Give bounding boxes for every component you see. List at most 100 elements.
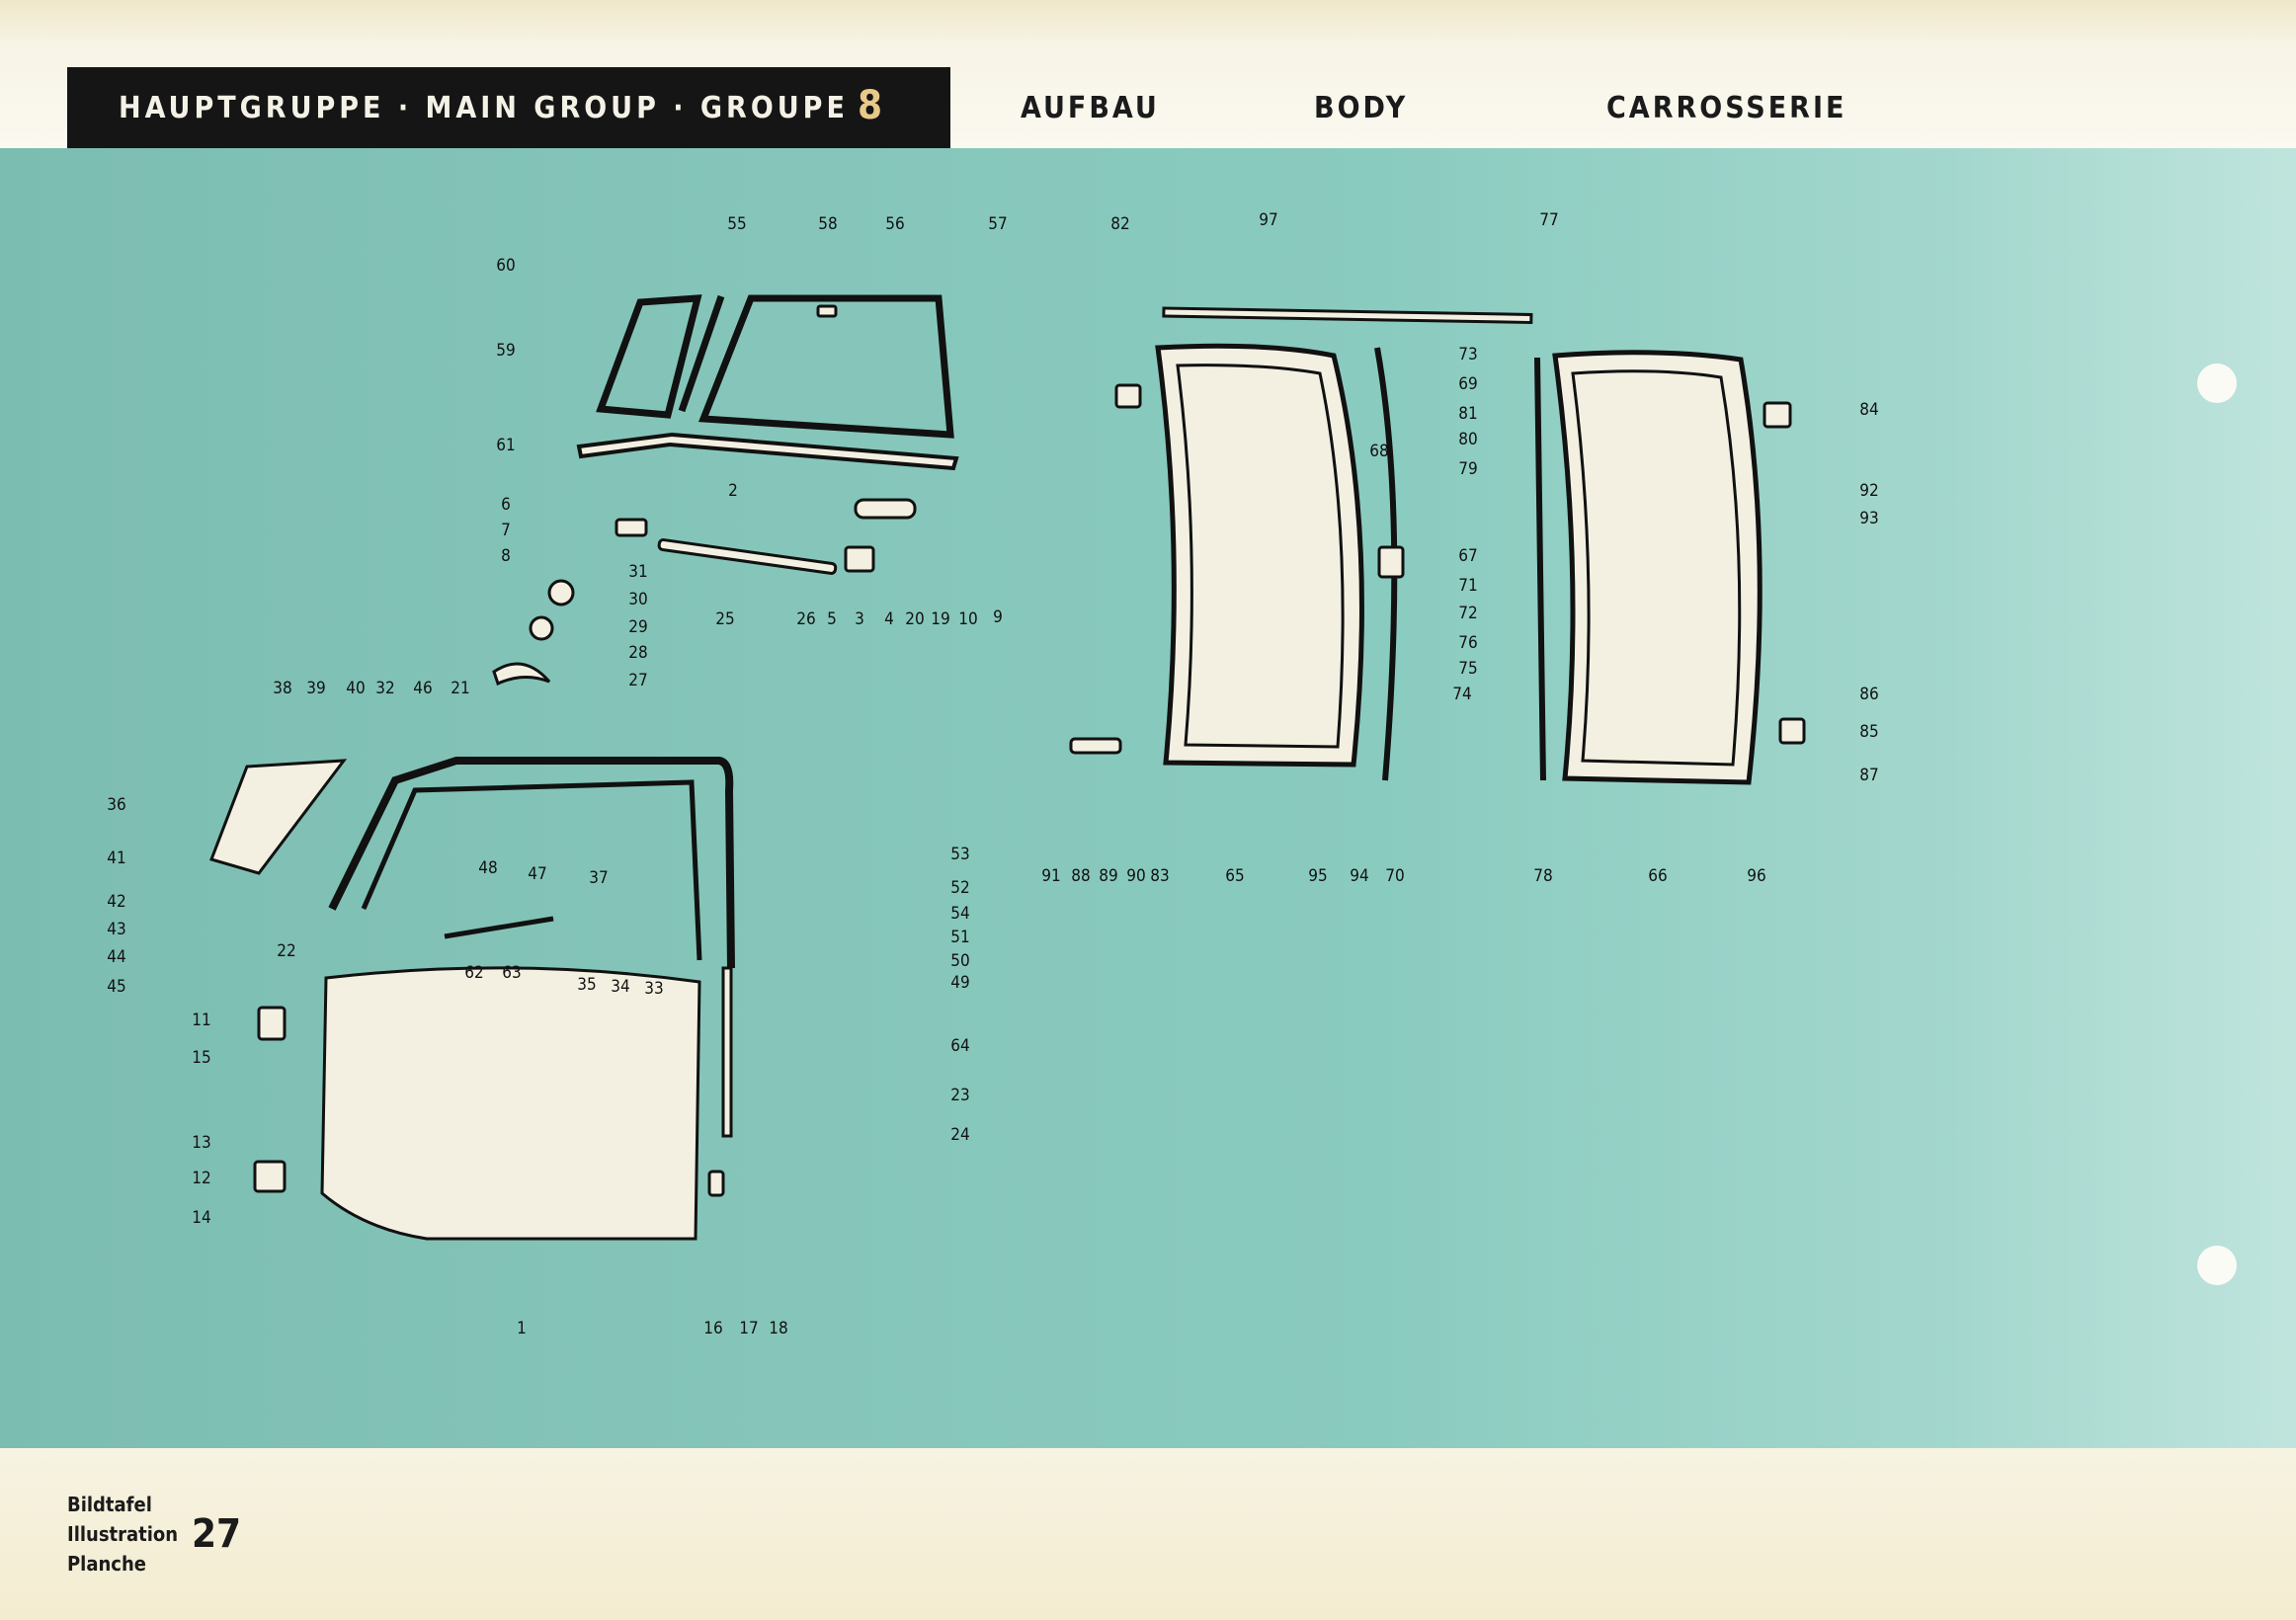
callout-65: 65 [1225,866,1244,886]
inner-handle [492,662,551,687]
door-lock-assy [1377,545,1405,579]
callout-1: 1 [517,1319,527,1338]
windscreen-frame [697,294,954,439]
callout-74: 74 [1452,685,1471,704]
main-group-label: HAUPTGRUPPE · MAIN GROUP · GROUPE [119,90,849,125]
callout-54: 54 [950,904,969,924]
door-seal-vertical [1534,357,1546,781]
callout-81: 81 [1458,404,1477,424]
door-seal-strip [1374,347,1398,781]
callout-75: 75 [1458,659,1477,679]
part-drawings [209,294,1806,1241]
callout-37: 37 [589,868,608,888]
lock-cylinder [547,579,575,607]
callout-57: 57 [988,214,1007,234]
callout-9: 9 [993,608,1003,627]
callout-8: 8 [501,546,511,566]
callout-72: 72 [1458,604,1477,623]
callout-92: 92 [1859,481,1878,501]
callout-44: 44 [107,947,125,967]
callout-45: 45 [107,977,125,997]
callout-49: 49 [950,973,969,993]
plate-label-en: Illustration [67,1522,179,1546]
callout-91: 91 [1041,866,1060,886]
callout-22: 22 [277,941,295,961]
callout-76: 76 [1458,633,1477,653]
hinge-right-upper [1763,401,1792,429]
door-glass-channel [444,916,554,939]
weatherstrip [721,966,733,1138]
callout-66: 66 [1648,866,1667,886]
callout-35: 35 [577,975,596,995]
callout-13: 13 [192,1133,210,1153]
side-door-right [1552,350,1763,785]
linkage-rod [657,538,838,575]
window-frame-inner [361,779,702,961]
vent-window-frame [596,294,702,419]
callout-71: 71 [1458,576,1477,596]
callout-4: 4 [884,609,894,629]
door-hinge-upper [257,1006,287,1041]
callout-85: 85 [1859,722,1878,742]
callout-69: 69 [1458,374,1477,394]
plate-number: 27 [192,1511,242,1557]
callout-2: 2 [728,481,738,501]
hinge-right-lower [1778,717,1806,745]
callout-27: 27 [628,671,647,690]
plate-label-de: Bildtafel [67,1493,152,1516]
plate-label: Bildtafel Illustration Planche [67,1490,178,1579]
callout-77: 77 [1539,210,1558,230]
callout-32: 32 [375,679,394,698]
callout-89: 89 [1099,866,1117,886]
roof-mount-clip [816,304,838,318]
callout-26: 26 [796,609,815,629]
callout-51: 51 [950,928,969,947]
callout-47: 47 [528,864,546,884]
callout-38: 38 [273,679,291,698]
callout-70: 70 [1385,866,1404,886]
callout-21: 21 [451,679,469,698]
callout-79: 79 [1458,459,1477,479]
main-group-number: 8 [858,83,883,128]
window-frame [328,757,735,969]
section-title-fr: CARROSSERIE [1606,91,1847,125]
callout-94: 94 [1350,866,1368,886]
lock-plate [844,545,875,573]
section-title-de: AUFBAU [1021,91,1160,125]
side-door-left [1155,343,1364,768]
callout-28: 28 [628,643,647,663]
callout-55: 55 [727,214,746,234]
door-stop [707,1170,725,1197]
callout-67: 67 [1458,546,1477,566]
callout-58: 58 [818,214,837,234]
callout-7: 7 [501,521,511,540]
callout-52: 52 [950,878,969,898]
callout-87: 87 [1859,766,1878,785]
lock-bracket [615,518,648,537]
callout-84: 84 [1859,400,1878,420]
callout-11: 11 [192,1011,210,1030]
callout-86: 86 [1859,685,1878,704]
callout-53: 53 [950,845,969,864]
callout-23: 23 [950,1086,969,1105]
callout-64: 64 [950,1036,969,1056]
paper-bottom-margin [0,1448,2296,1620]
callout-18: 18 [769,1319,787,1338]
vent-post [678,294,725,413]
callout-40: 40 [346,679,365,698]
callout-56: 56 [885,214,904,234]
callout-25: 25 [715,609,734,629]
front-door-panel [320,966,701,1241]
callout-73: 73 [1458,345,1477,364]
sill-strip [576,432,959,471]
section-title-en: BODY [1314,91,1409,125]
door-handle-outer [1069,737,1122,755]
callout-60: 60 [496,256,515,276]
callout-20: 20 [905,609,924,629]
callout-62: 62 [464,963,483,983]
callout-63: 63 [502,963,521,983]
callout-15: 15 [192,1048,210,1068]
callout-59: 59 [496,341,515,361]
sun-visor [209,759,348,875]
